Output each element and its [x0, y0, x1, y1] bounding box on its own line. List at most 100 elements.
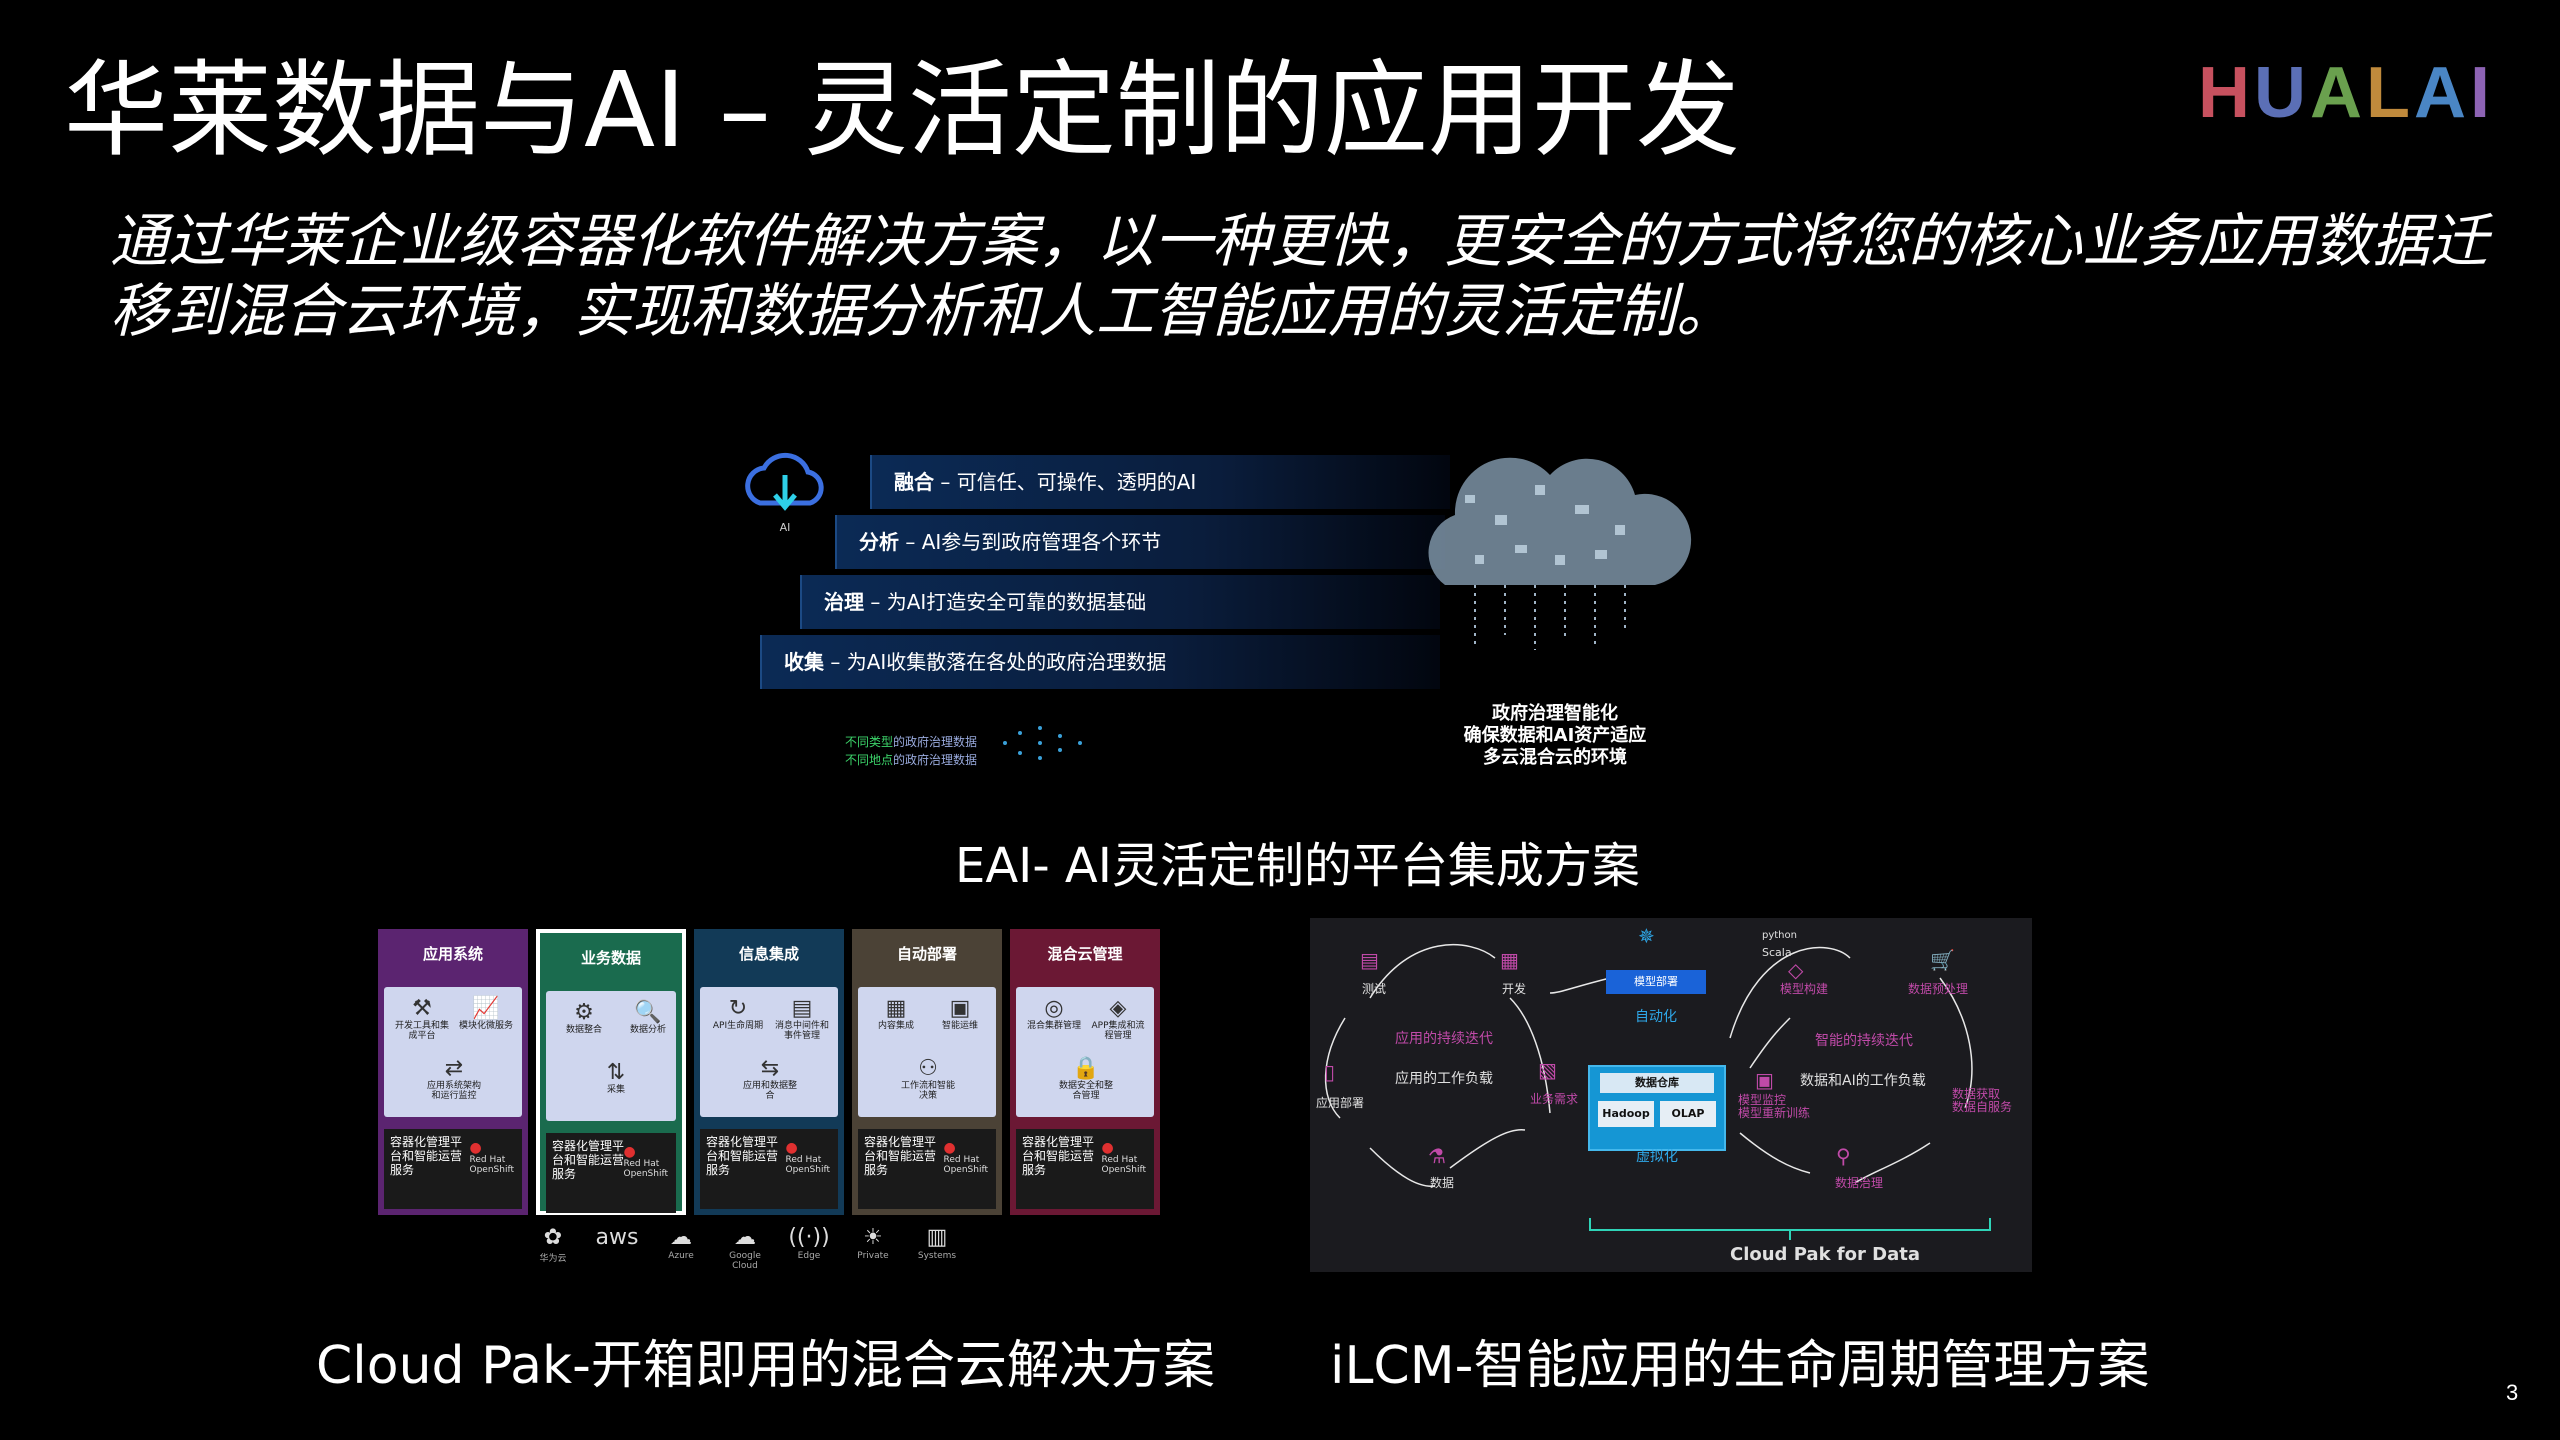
band-key: 融合 — [894, 470, 934, 494]
cloudpak-item: ▦内容集成 — [866, 997, 926, 1032]
vendor-label: Google Cloud — [729, 1251, 761, 1271]
ilcm-test: 测试 — [1362, 982, 1387, 996]
cloud-caption-line: 确保数据和AI资产适应 — [1463, 725, 1647, 746]
ilcm-model-build: 模型构建 — [1780, 982, 1829, 996]
vendor-icon: ▥ — [926, 1225, 948, 1250]
vendor-label: Edge — [797, 1251, 821, 1261]
cloudpak-item: ⚒开发工具和集成平台 — [392, 996, 452, 1042]
vendor-logo: ☀Private — [848, 1225, 898, 1261]
legend-highlight: 不同类型 — [845, 735, 894, 749]
cloudpak-caption: Cloud Pak-开箱即用的混合云解决方案 — [316, 1336, 1215, 1396]
cloudpak-footer-text: 容器化管理平台和智能运营服务 — [390, 1135, 463, 1177]
ilcm-app-iter: 应用的持续迭代 — [1395, 1031, 1493, 1047]
cloudpak-item-icon: ▤ — [791, 996, 813, 1021]
band-text: – 可信任、可操作、透明的AI — [934, 470, 1197, 494]
legend-text: 的政府治理数据 — [893, 753, 978, 767]
ilcm-app-load: 应用的工作负载 — [1395, 1071, 1493, 1087]
cloudpak-item-label: 数据整合 — [565, 1025, 602, 1035]
vendor-label: 华为云 — [539, 1254, 567, 1264]
kubernetes-icon: ✵ — [1638, 924, 1655, 948]
cloudpak-item-icon: ⚇ — [918, 1056, 938, 1081]
cloudpak-item-label: 开发工具和集成平台 — [394, 1021, 449, 1041]
vendor-icon: ☀ — [863, 1225, 883, 1250]
band-key: 治理 — [824, 590, 864, 614]
ilcm-biz-req: 业务需求 — [1530, 1092, 1579, 1106]
vendor-icon: ☁ — [734, 1225, 756, 1250]
openshift-label: OpenShift — [943, 1165, 989, 1175]
cloudpak-column-header: 应用系统 — [422, 945, 483, 963]
openshift-label: OpenShift — [1101, 1165, 1147, 1175]
openshift-label: OpenShift — [785, 1165, 831, 1175]
cloudpak-item-icon: ◎ — [1044, 996, 1064, 1021]
logo-letter: A — [2310, 53, 2366, 133]
openshift-label: OpenShift — [623, 1169, 669, 1179]
cloudpak-item: 📈模块化微服务 — [456, 997, 516, 1032]
ilcm-app-deploy: 应用部署 — [1316, 1096, 1365, 1110]
logo-letter: U — [2254, 53, 2310, 133]
cloudpak-item-label: API生命周期 — [712, 1021, 764, 1031]
cloudpak-column-header: 混合云管理 — [1047, 945, 1123, 963]
cloud-caption: 政府治理智能化 确保数据和AI资产适应 多云混合云的环境 — [1430, 703, 1680, 769]
vendor-logo: ☁Google Cloud — [720, 1225, 770, 1271]
vendor-icon: ((·)) — [788, 1225, 830, 1250]
cloudpak-item: ⇆应用和数据整合 — [740, 1056, 800, 1102]
ilcm-footer: Cloud Pak for Data — [1730, 1244, 1920, 1265]
cloudpak-column: 混合云管理◎混合集群管理◈APP集成和流程管理🔒数据安全和整合管理容器化管理平台… — [1010, 929, 1160, 1215]
vendor-logo: ✿华为云 — [528, 1225, 578, 1264]
logo-letter: I — [2469, 53, 2494, 133]
ilcm-data-gov: 数据治理 — [1835, 1176, 1884, 1190]
cloudpak-item: ↻API生命周期 — [708, 997, 768, 1032]
ilcm-data-ai-load: 数据和AI的工作负载 — [1800, 1073, 1926, 1089]
cloudpak-item-icon: ⇄ — [444, 1056, 464, 1081]
cloud-caption-line: 政府治理智能化 — [1492, 703, 1618, 724]
band-text: – 为AI收集散落在各处的政府治理数据 — [824, 650, 1167, 674]
cloudpak-item-icon: ⚒ — [412, 996, 432, 1021]
logo-letter: H — [2198, 53, 2254, 133]
page-number: 3 — [2506, 1380, 2519, 1405]
cloudpak-item-icon: ⇆ — [760, 1056, 780, 1081]
redhat-icon: ● — [785, 1140, 798, 1156]
cloudpak-item-label: APP集成和流程管理 — [1091, 1021, 1145, 1041]
ai-cloud-download-icon: AI — [745, 452, 824, 534]
cloudpak-item: ◎混合集群管理 — [1024, 996, 1084, 1032]
network-dots-icon — [1003, 726, 1082, 760]
cloudpak-item: ⇄应用系统架构和运行监控 — [424, 1056, 484, 1102]
cloudpak-item: ▤消息中间件和事件管理 — [772, 996, 832, 1042]
cloudpak-item-label: 应用系统架构和运行监控 — [426, 1081, 481, 1101]
ilcm-automation: 自动化 — [1635, 1009, 1677, 1025]
redhat-label: Red Hat — [1101, 1155, 1138, 1165]
biz-req-icon: ▧ — [1538, 1058, 1557, 1082]
band-key: 分析 — [859, 530, 899, 554]
cloudpak-item: ⚙数据整合 — [554, 1001, 614, 1036]
redhat-icon: ● — [469, 1140, 482, 1156]
cloudpak-footer-text: 容器化管理平台和智能运营服务 — [864, 1135, 937, 1177]
model-monitor-icon: ▣ — [1755, 1068, 1774, 1092]
cloudpak-item-icon: ◈ — [1109, 996, 1127, 1021]
cloudpak-item-label: 数据安全和整合管理 — [1058, 1081, 1113, 1101]
subtitle: 通过华莱企业级容器化软件解决方案，以一种更快，更安全的方式将您的核心业务应用数据… — [110, 207, 2489, 345]
band-fusion: 融合 – 可信任、可操作、透明的AI — [870, 455, 1450, 509]
redhat-icon: ● — [1101, 1140, 1114, 1156]
openshift-label: OpenShift — [469, 1165, 515, 1175]
vendor-label: Private — [857, 1251, 889, 1261]
ilcm-smart-iter: 智能的持续迭代 — [1815, 1033, 1913, 1049]
ilcm-flow-arrows — [1324, 943, 1991, 1240]
cart-icon: 🛒 — [1930, 948, 1955, 972]
cloudpak-item-icon: ▣ — [949, 996, 971, 1021]
cloudpak-item: ◈APP集成和流程管理 — [1088, 996, 1148, 1042]
band-analysis: 分析 – AI参与到政府管理各个环节 — [835, 515, 1445, 569]
vendor-logo: ▥Systems — [912, 1225, 962, 1261]
vendor-icon: ☁ — [670, 1225, 692, 1250]
olap-box: OLAP — [1660, 1101, 1716, 1127]
band-text: – 为AI打造安全可靠的数据基础 — [864, 590, 1147, 614]
cloudpak-item-label: 混合集群管理 — [1026, 1021, 1081, 1031]
ilcm-data-fetch: 数据获取 数据自服务 — [1952, 1087, 2013, 1114]
data-icon: ⚗ — [1428, 1144, 1446, 1168]
vendor-logo: aws — [592, 1225, 642, 1251]
